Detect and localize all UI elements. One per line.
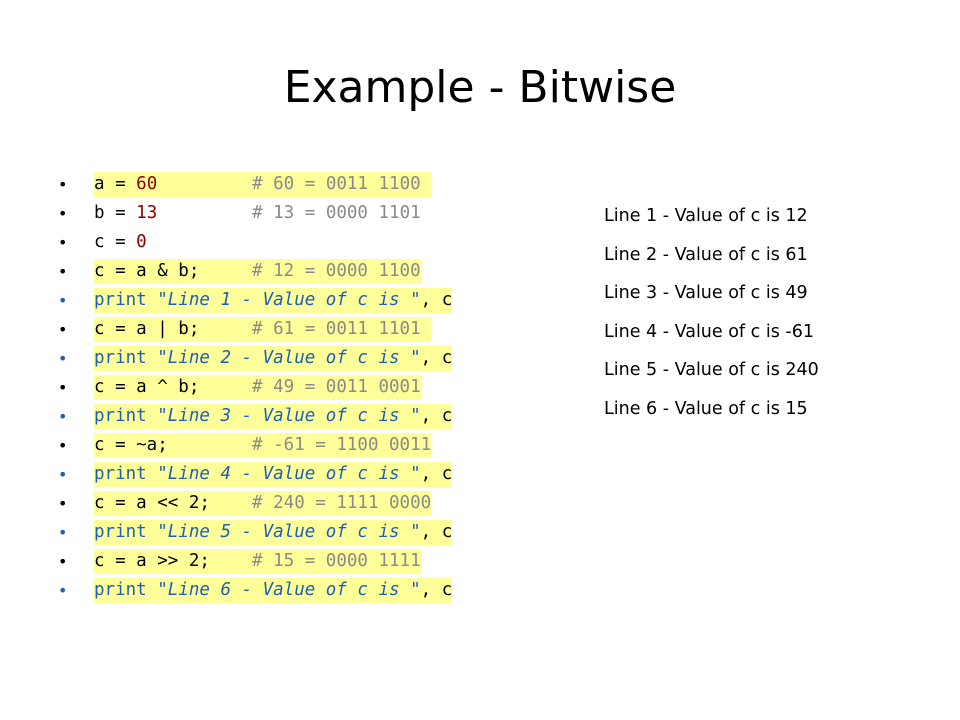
code-text: c = a & b; # 12 = 0000 1100	[94, 259, 421, 284]
code-keyword: print	[94, 348, 147, 368]
bullet-icon: •	[58, 204, 68, 223]
output-line: Line 3 - Value of c is 49	[604, 283, 808, 304]
code-string: "Line 1 - Value of c is "	[146, 290, 421, 310]
code-text: print "Line 5 - Value of c is ", c	[94, 520, 453, 545]
bullet-icon: •	[58, 465, 68, 484]
code-padding	[157, 203, 252, 223]
code-string: "Line 2 - Value of c is "	[146, 348, 421, 368]
code-comment: # 60 = 0011 1100	[252, 174, 432, 194]
code-keyword: print	[94, 522, 147, 542]
code-comment: # 15 = 0000 1111	[252, 551, 421, 571]
code-text: print "Line 3 - Value of c is ", c	[94, 404, 453, 429]
code-keyword: print	[94, 406, 147, 426]
slide-title: Example - Bitwise	[283, 62, 677, 113]
code-statement: a =	[94, 174, 137, 194]
code-text: print "Line 4 - Value of c is ", c	[94, 462, 453, 487]
code-statement: c = ~a;	[94, 435, 253, 455]
code-statement: c = a >> 2;	[94, 551, 253, 571]
code-rest: , c	[420, 406, 453, 426]
bullet-icon: •	[58, 175, 68, 194]
code-comment: # -61 = 1100 0011	[252, 435, 432, 455]
code-comment: # 61 = 0011 1101	[252, 319, 432, 339]
code-text: c = ~a; # -61 = 1100 0011	[94, 433, 432, 458]
code-text: c = 0	[94, 230, 252, 255]
code-number: 0	[136, 232, 147, 252]
bullet-icon: •	[58, 407, 68, 426]
code-rest: , c	[420, 522, 453, 542]
code-text: print "Line 2 - Value of c is ", c	[94, 346, 453, 371]
bullet-icon: •	[58, 320, 68, 339]
code-number: 60	[136, 174, 158, 194]
output-line: Line 5 - Value of c is 240	[604, 360, 819, 381]
code-text: a = 60 # 60 = 0011 1100	[94, 172, 432, 197]
bullet-icon: •	[58, 262, 68, 281]
output-line: Line 4 - Value of c is -61	[604, 321, 814, 342]
code-rest: , c	[420, 290, 453, 310]
bullet-icon: •	[58, 233, 68, 252]
code-string: "Line 4 - Value of c is "	[146, 464, 421, 484]
code-comment: # 240 = 1111 0000	[252, 493, 432, 513]
code-statement: c = a | b;	[94, 319, 253, 339]
output-line: Line 2 - Value of c is 61	[604, 244, 808, 265]
code-rest: , c	[420, 464, 453, 484]
code-rest: , c	[420, 580, 453, 600]
code-text: c = a | b; # 61 = 0011 1101	[94, 317, 432, 342]
code-keyword: print	[94, 464, 147, 484]
program-output: Line 1 - Value of c is 12 Line 2 - Value …	[604, 197, 819, 429]
code-keyword: print	[94, 290, 147, 310]
bullet-icon: •	[58, 349, 68, 368]
code-statement: c =	[94, 232, 137, 252]
code-padding	[157, 174, 252, 194]
code-text: print "Line 6 - Value of c is ", c	[94, 578, 453, 603]
code-text: c = a >> 2; # 15 = 0000 1111	[94, 549, 421, 574]
code-string: "Line 3 - Value of c is "	[146, 406, 421, 426]
code-comment: # 12 = 0000 1100	[252, 261, 421, 281]
code-statement: c = a ^ b;	[94, 377, 253, 397]
bullet-icon: •	[58, 581, 68, 600]
code-statement: c = a << 2;	[94, 493, 253, 513]
code-text: b = 13 # 13 = 0000 1101	[94, 201, 421, 226]
code-statement: b =	[94, 203, 137, 223]
code-text: print "Line 1 - Value of c is ", c	[94, 288, 453, 313]
code-padding	[147, 232, 252, 252]
bullet-icon: •	[58, 378, 68, 397]
code-rest: , c	[420, 348, 453, 368]
bullet-icon: •	[58, 552, 68, 571]
bullet-icon: •	[58, 494, 68, 513]
bullet-icon: •	[58, 291, 68, 310]
code-string: "Line 5 - Value of c is "	[146, 522, 421, 542]
code-keyword: print	[94, 580, 147, 600]
output-line: Line 6 - Value of c is 15	[604, 398, 808, 419]
code-text: c = a ^ b; # 49 = 0011 0001	[94, 375, 421, 400]
code-number: 13	[136, 203, 158, 223]
output-line: Line 1 - Value of c is 12	[604, 206, 808, 226]
code-comment: # 49 = 0011 0001	[252, 377, 421, 397]
bullet-icon: •	[58, 523, 68, 542]
code-statement: c = a & b;	[94, 261, 253, 281]
code-text: c = a << 2; # 240 = 1111 0000	[94, 491, 432, 516]
bullet-icon: •	[58, 436, 68, 455]
code-comment: # 13 = 0000 1101	[252, 203, 421, 223]
code-string: "Line 6 - Value of c is "	[146, 580, 421, 600]
